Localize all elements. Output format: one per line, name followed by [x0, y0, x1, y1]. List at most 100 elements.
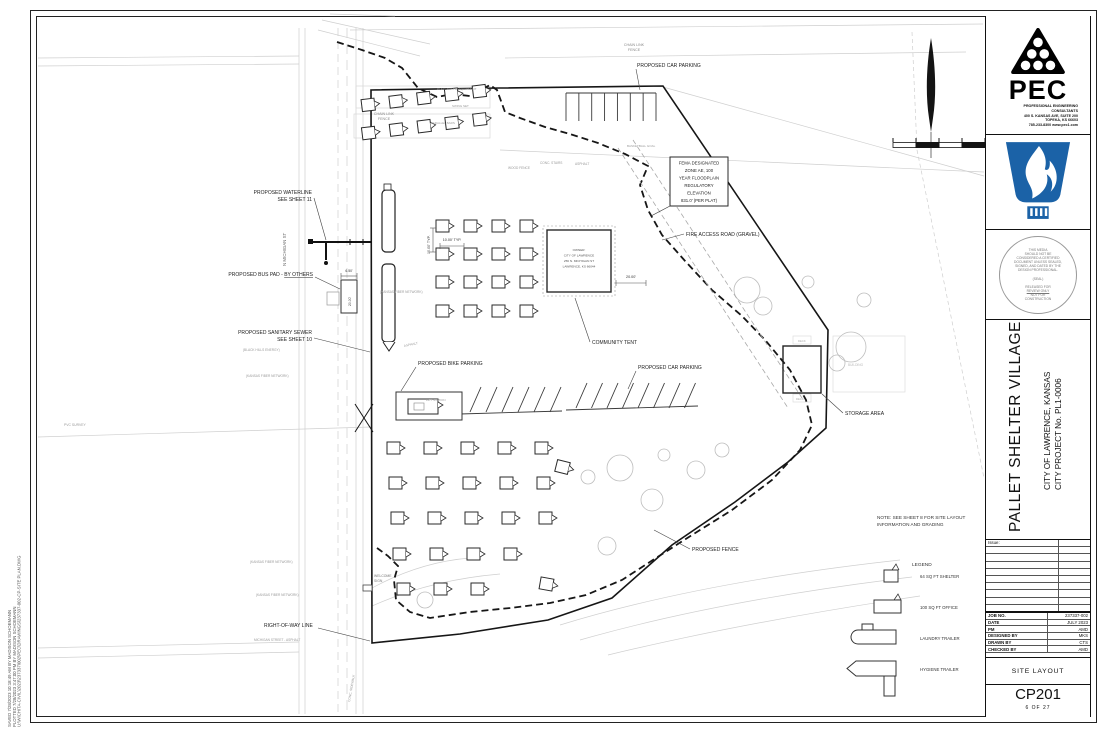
city-emblem-block [986, 135, 1090, 230]
existing-survey-linework [37, 13, 985, 714]
shelter-symbol [433, 582, 453, 596]
shelter-symbol [388, 476, 408, 490]
bus-shelter-pad [326, 291, 340, 306]
stamp-line: REVIEW ONLY [1026, 288, 1050, 293]
legend-item-hygiene: HYGIENE TRAILER [920, 667, 959, 672]
shelter-symbol [388, 121, 410, 137]
firm-address-line: PROFESSIONAL ENGINEERING CONSULTANTS [1023, 103, 1078, 113]
laundry-trailer [381, 189, 396, 253]
info-value: MKS [1078, 633, 1088, 639]
tent-owner-text: CITY OF LAWRENCE [564, 254, 594, 258]
label-pvc-survey: PVC SURVEY [64, 423, 87, 427]
label-black-hills: (BLACK HILLS ENERGY) [243, 348, 280, 352]
label-proposed-waterline: PROPOSED WATERLINE [254, 190, 313, 196]
shelter-symbol [491, 247, 511, 261]
parking-stalls [459, 92, 699, 415]
info-row-pm: PM AMD [986, 626, 1090, 633]
label-chain-link-top: FENCE [628, 48, 641, 52]
firm-address-line: TOPEKA, KS 66603 [1045, 118, 1078, 123]
community-tent-outline [546, 229, 612, 293]
label-conc-sidewalk: CONC. SIDEWALK [347, 674, 356, 703]
file-path-line: U:\WICHITA-CIVIL\2023\237337\002\PEC\DRA… [17, 555, 22, 727]
info-value: CTS [1079, 639, 1088, 645]
site-structures [308, 183, 822, 592]
shelter-symbol [435, 247, 455, 261]
dim-bus-width: 6.50' [345, 269, 353, 273]
sheet-number: CP201 [1015, 686, 1061, 703]
label-chain-link-left: FENCE [378, 117, 391, 121]
shelter-symbol [427, 511, 447, 525]
parking-stall-line [684, 382, 696, 409]
label-fiber-network: (KANSAS FIBER NETWORK) [250, 560, 293, 564]
shelter-symbol [435, 275, 455, 289]
legend-shelter-icon [883, 569, 899, 583]
fire-access-road [617, 139, 803, 409]
parking-stall-line [668, 382, 681, 409]
sheet-number-block: CP201 6 OF 27 [986, 686, 1090, 719]
label-building: BUILDING [848, 363, 864, 367]
shelter-symbol [534, 441, 554, 455]
label-storage-area: STORAGE AREA [845, 411, 885, 417]
legend-office-flag [893, 593, 902, 601]
info-value: AMD [1078, 646, 1088, 652]
label-playground: PLAYGROUND EQUIPMENT [437, 87, 477, 91]
label-asphalt: ASPHALT [403, 341, 418, 348]
saved-line: SAVED 7/28/2023 10:18:49 AM BY MADISON S… [7, 610, 12, 727]
stamp-line: NOT FOR [1030, 292, 1046, 297]
info-label: PM [986, 626, 1049, 632]
firm-address: PROFESSIONAL ENGINEERING CONSULTANTS 400… [1002, 104, 1078, 128]
shelter-symbol [519, 304, 539, 318]
stamp-line: DESIGN PROFESSIONAL. [1017, 268, 1059, 273]
legend-laundry-box [861, 623, 874, 631]
fema-text: YEAR FLOODPLAIN [679, 176, 719, 181]
label-right-of-way: RIGHT-OF-WAY LINE [264, 623, 313, 629]
info-value: AMD [1078, 626, 1088, 632]
label-fiber-network: (KANSAS FIBER NETWORK) [380, 290, 423, 294]
label-basketball-goal: BASKETBALL GOAL [627, 144, 656, 148]
stamp-line: DOCUMENT UNLESS SEALED, [1014, 260, 1062, 265]
shelter-symbol [435, 219, 455, 233]
tree-canopy-symbols [416, 275, 872, 609]
dim-typ-vertical: 10.00' TYP. [427, 235, 431, 254]
label-lift-station: LIFT STATION [426, 398, 446, 402]
label-welcome-sign: WELCOME [374, 574, 392, 578]
label-community-tent: COMMUNITY TENT [592, 340, 637, 346]
legend-item-office: 100 SQ FT OFFICE [920, 605, 958, 610]
parking-stall-line [653, 382, 665, 409]
release-stamp: THIS MEDIA SHOULD NOT BE CONSIDERED A CE… [999, 235, 1077, 314]
label-bus-pad-text: PROPOSED BUS PAD - [228, 272, 284, 278]
bus-pad [340, 279, 358, 314]
property-fence-line [354, 85, 829, 644]
label-car-parking-mid: PROPOSED CAR PARKING [638, 365, 702, 371]
legend-item-shelter: 64 SQ FT SHELTER [920, 574, 959, 579]
label-bus-pad: PROPOSED BUS PAD - BY OTHERS [228, 272, 313, 278]
dimension-lines [340, 227, 647, 286]
stamp-line: THIS MEDIA [1028, 247, 1048, 252]
sheet-title-block: SITE LAYOUT [986, 658, 1090, 685]
north-arrow [926, 38, 936, 158]
label-chain-link-top: CHAIN LINK [624, 43, 645, 47]
shelter-symbol [388, 93, 409, 109]
legend-hygiene-icon [846, 660, 897, 677]
plotted-line: PLOTTED 7/28/2023 3:47:00 PM BY MADISON … [12, 606, 17, 727]
city-of-lawrence-emblem-icon [1005, 142, 1071, 219]
fema-text: FEMA DESIGNATED [679, 161, 720, 166]
firm-logo-block: PEC PROFESSIONAL ENGINEERING CONSULTANTS… [986, 16, 1090, 135]
info-value: JULY 2023 [1067, 619, 1088, 625]
label-chain-link-left: CHAIN LINK [374, 112, 395, 116]
plot-stamp-text: SAVED 7/28/2023 10:18:49 AM BY MADISON S… [7, 555, 22, 727]
shelter-symbol [499, 476, 519, 490]
pec-logo-icon [1011, 28, 1065, 75]
hydrant-symbol [324, 261, 328, 265]
shelter-grid-upper [435, 219, 539, 318]
shelter-symbol [396, 582, 416, 596]
fema-text: ZONE AE, 100 [685, 168, 714, 173]
sheet-page-of: 6 OF 27 [1025, 704, 1051, 711]
legend-office-icon [873, 599, 902, 614]
parking-stall-line [459, 410, 563, 415]
shelter-symbol [463, 219, 483, 233]
